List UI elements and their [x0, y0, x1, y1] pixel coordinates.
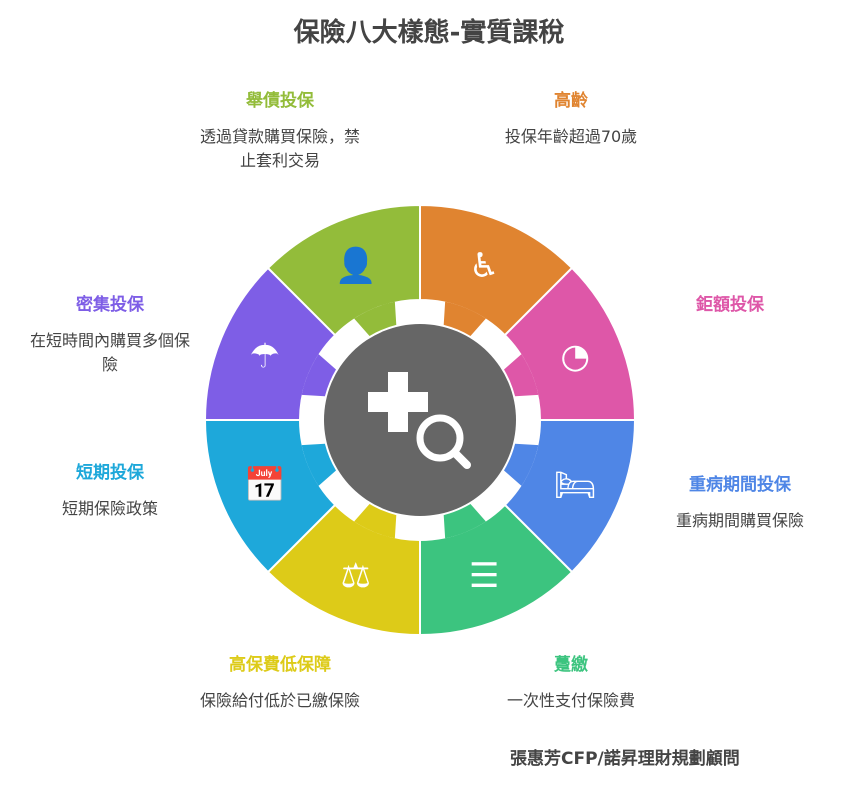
label-title: 躉繳	[554, 655, 588, 675]
center-circle	[324, 324, 516, 516]
label-desc: 一次性支付保險費	[506, 691, 635, 710]
segment-tab	[443, 301, 486, 336]
elderly-cane-icon: ♿	[469, 246, 499, 286]
label-desc: 重病期間購買保險	[675, 511, 804, 530]
label-desc: 保險給付低於已繳保險	[199, 691, 360, 710]
label-desc: 短期保險政策	[61, 499, 158, 518]
credit-text: 張惠芳CFP/諾昇理財規劃顧問	[510, 749, 740, 769]
label-title: 舉債投保	[246, 91, 314, 111]
segment-tab	[504, 443, 539, 486]
label-short-term: 短期投保 短期保險政策	[30, 458, 190, 521]
label-elderly: 高齡 投保年齡超過70歲	[476, 86, 666, 149]
label-title: 鉅額投保	[696, 295, 764, 315]
segment-tab	[354, 504, 397, 539]
label-desc: 在短時間內購買多個保險	[29, 331, 190, 374]
coin-stack-icon: ☰	[469, 556, 499, 596]
label-debt: 舉債投保 透過貸款購買保險，禁止套利交易	[190, 86, 370, 173]
segment-tab	[504, 354, 539, 397]
label-title: 短期投保	[76, 463, 144, 483]
segment-tab	[301, 443, 336, 486]
scale-icon: ⚖	[340, 556, 370, 596]
label-desc: 投保年齡超過70歲	[504, 127, 638, 146]
medical-search-icon	[368, 372, 471, 469]
label-title: 重病期間投保	[689, 475, 791, 495]
label-desc: 透過貸款購買保險，禁止套利交易	[199, 127, 360, 170]
person-money-icon: 👤	[335, 246, 377, 286]
label-intensive: 密集投保 在短時間內購買多個保險	[20, 290, 200, 377]
label-large-amount: 鉅額投保	[650, 290, 810, 329]
hospital-bed-icon: 🛏	[554, 465, 597, 505]
label-title: 密集投保	[76, 295, 144, 315]
segment-tab	[354, 301, 397, 336]
label-illness: 重病期間投保 重病期間購買保險	[640, 470, 840, 533]
label-single-premium: 躉繳 一次性支付保險費	[476, 650, 666, 713]
segment-tab	[443, 504, 486, 539]
calendar-shield-icon: 📅	[244, 465, 286, 505]
umbrella-family-icon: ☂	[250, 337, 280, 377]
label-title: 高保費低保障	[229, 655, 331, 675]
page-title: 保險八大樣態-實質課稅	[293, 18, 565, 48]
segment-tab	[301, 354, 336, 397]
label-title: 高齡	[554, 91, 588, 111]
timer-icon: ◔	[560, 337, 590, 377]
label-high-premium: 高保費低保障 保險給付低於已繳保險	[190, 650, 370, 713]
